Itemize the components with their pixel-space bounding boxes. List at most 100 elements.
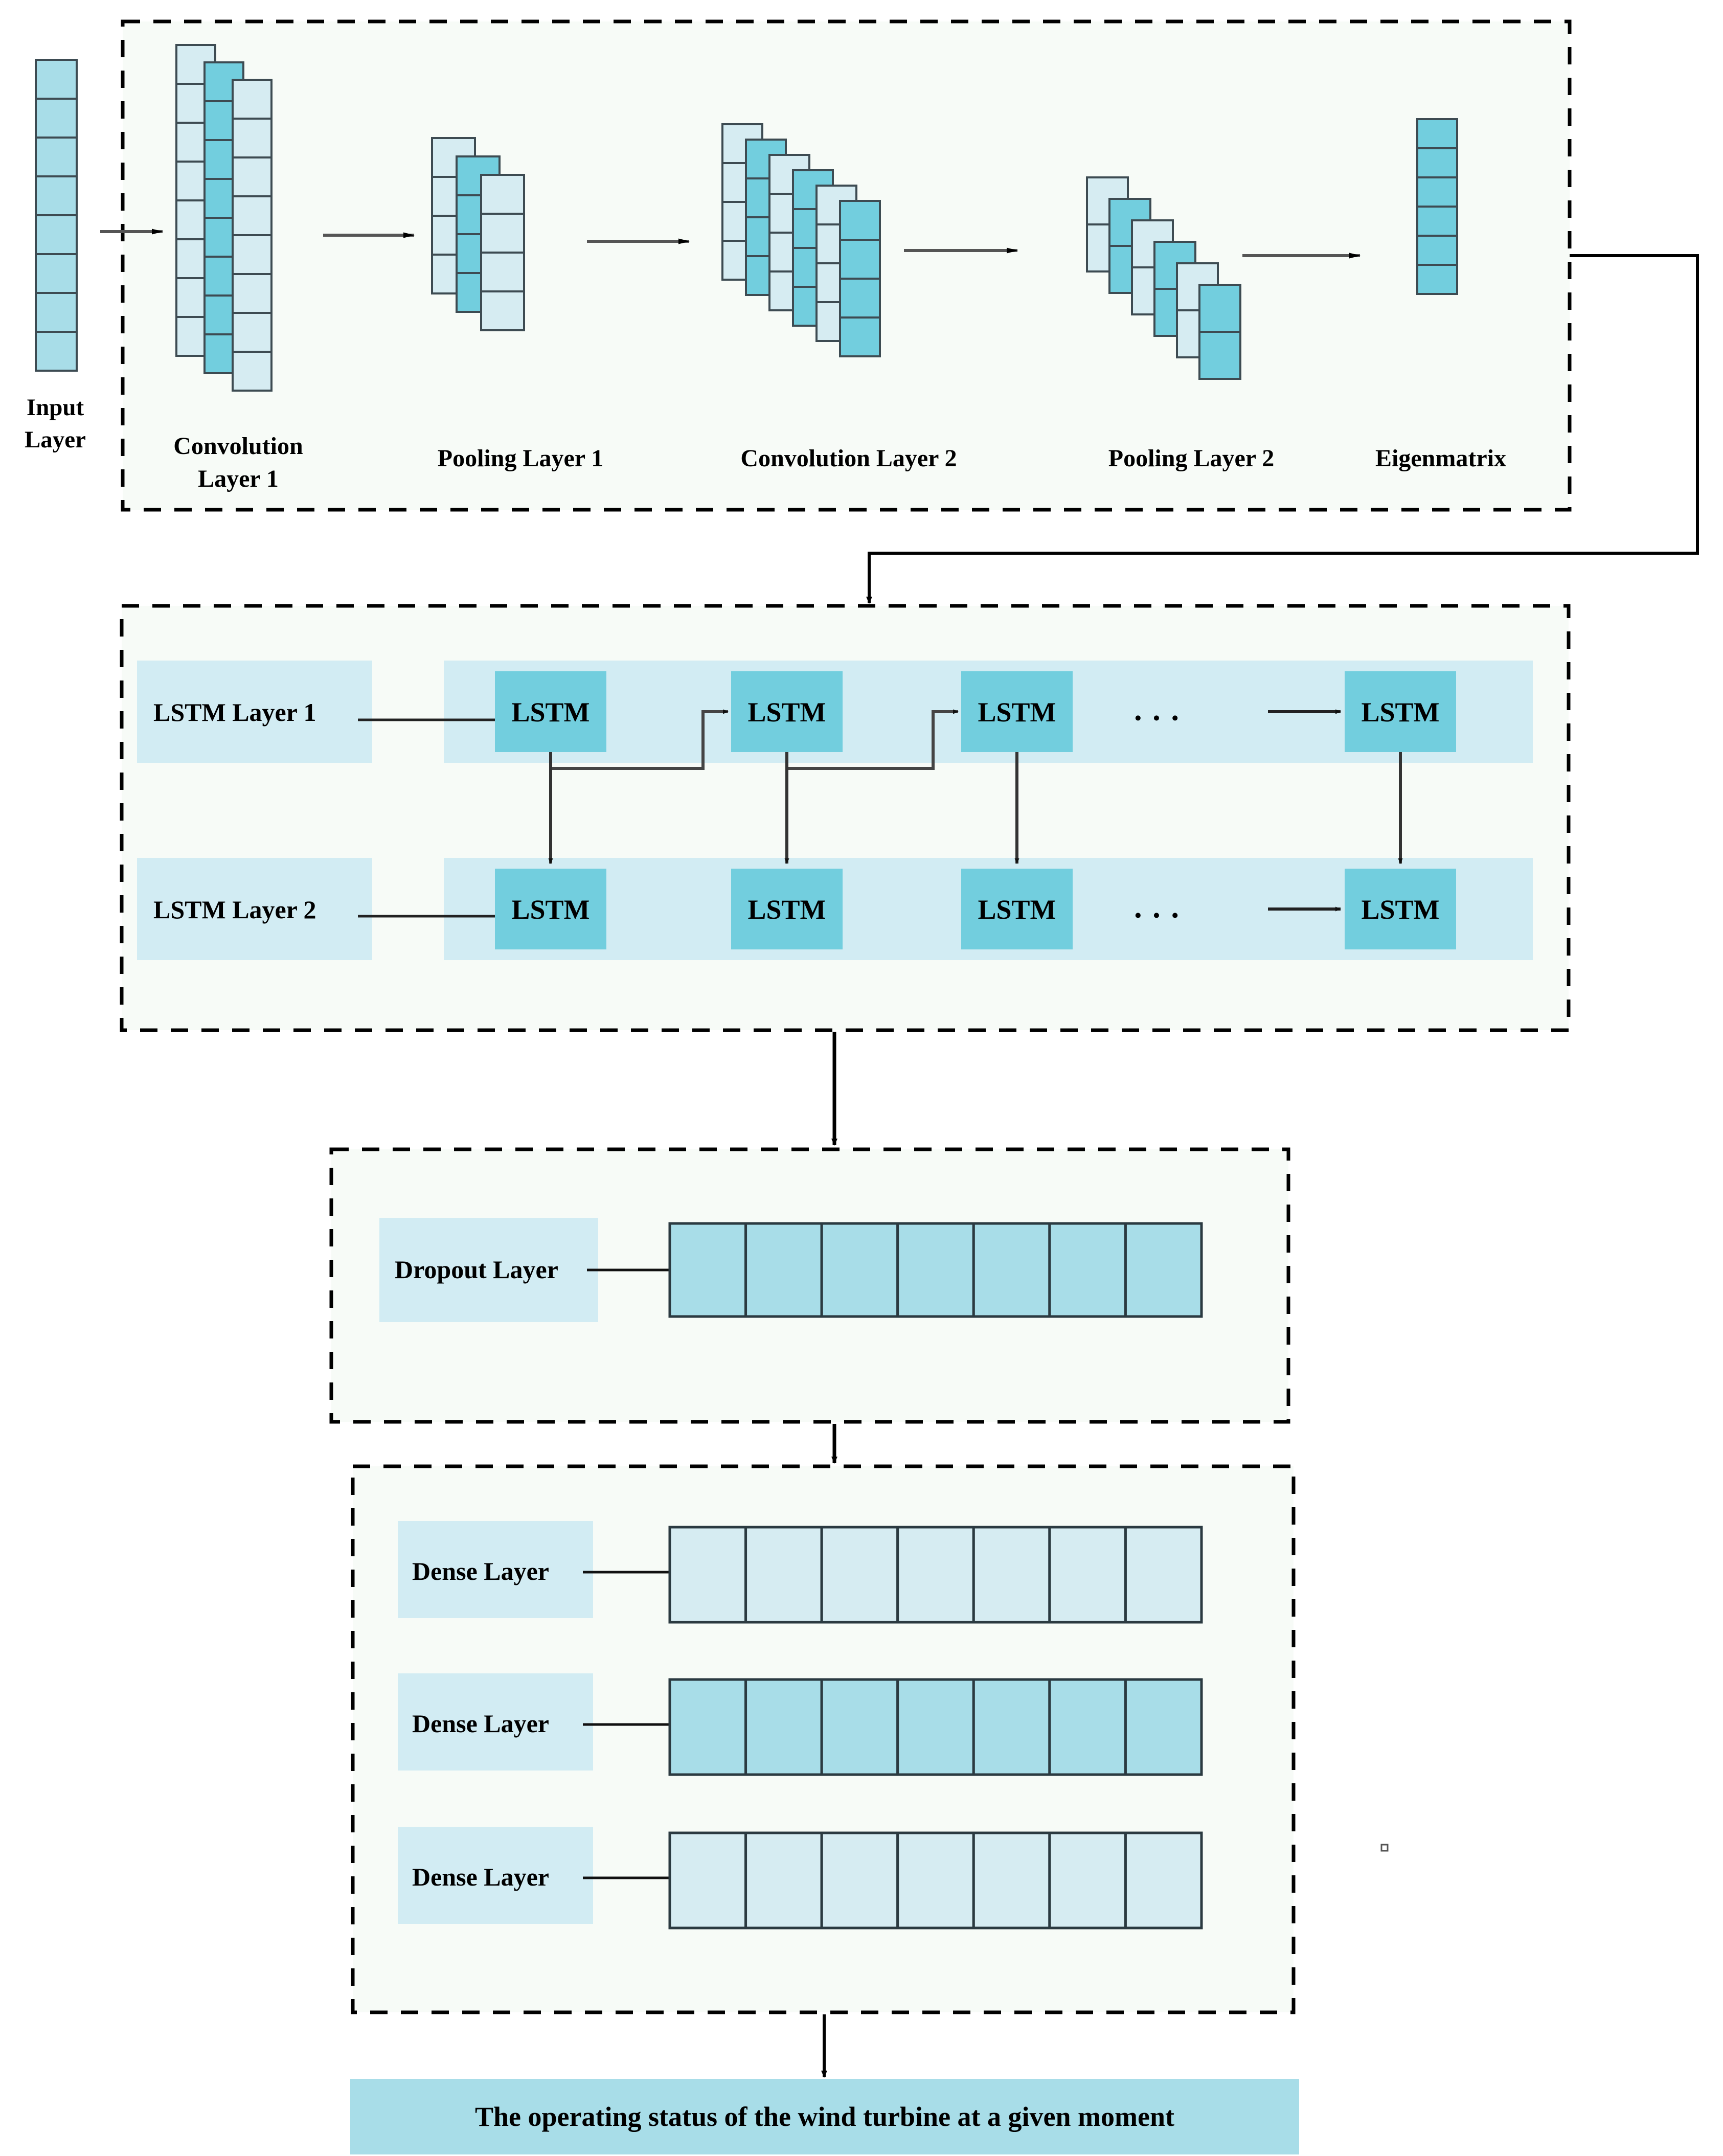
dense-label-band-1 (398, 1521, 593, 1618)
convolution-layer-2-stack (721, 123, 881, 357)
lstm-cell-r1-c1 (495, 671, 606, 752)
lstm-cell-label-r2-c1: LSTM (511, 894, 590, 925)
pooling-layer-2-stack (1086, 176, 1241, 380)
lstm-cell-label-r2-c2: LSTM (747, 894, 826, 925)
pool1-col2-cell1 (480, 213, 525, 254)
dropout-cell-2 (820, 1222, 899, 1318)
lstm-cell-label-r1-c2: LSTM (747, 697, 826, 728)
conv1-col2-cell6 (232, 312, 273, 353)
conv2-col5-cell0 (839, 200, 881, 241)
dense-cell-r1-c4 (972, 1526, 1051, 1624)
output-status-text: The operating status of the wind turbine… (475, 2101, 1174, 2132)
lstm-layer-1-label: LSTM Layer 1 (153, 698, 316, 727)
cnn-to-lstm-connector (866, 254, 1699, 604)
input-layer-label-line1: Input (27, 394, 84, 421)
lstm-cell-r2-c4 (1345, 869, 1456, 949)
dense-cell-r2-c3 (896, 1678, 975, 1776)
eigenmatrix-cell-3 (1416, 206, 1458, 237)
pool2-col5-cell0 (1198, 284, 1241, 333)
eigenmatrix-cell-0 (1416, 118, 1458, 149)
lstm-cell-r2-c3 (961, 869, 1073, 949)
lstm-layer1-ellipsis: · · · (1132, 701, 1180, 736)
dense-cell-r3-c2 (820, 1831, 899, 1930)
dense-cell-r2-c4 (972, 1678, 1051, 1776)
dropout-label-band (379, 1218, 598, 1322)
dense-cell-r2-c0 (668, 1678, 747, 1776)
input-layer-cell-4 (35, 214, 78, 255)
dense-layer-label-2: Dense Layer (412, 1709, 549, 1738)
lstm-layer2-ellipsis: · · · (1132, 898, 1180, 933)
eigenmatrix-cell-4 (1416, 235, 1458, 266)
lstm-cell-r1-c2 (731, 671, 843, 752)
input-layer-cell-3 (35, 175, 78, 216)
lstm-cell-r2-c2 (731, 869, 843, 949)
dense-layer-label-1: Dense Layer (412, 1557, 549, 1585)
lstm-cell-r1-c4 (1345, 671, 1456, 752)
lstm-cell-r2-c1 (495, 869, 606, 949)
dense-cell-r2-c2 (820, 1678, 899, 1776)
conv2-col5-cell2 (839, 278, 881, 319)
pool2-col5-cell1 (1198, 331, 1241, 380)
lstm-cell-label-r2-c4: LSTM (1361, 894, 1439, 925)
lstm-wires (548, 709, 1403, 912)
dense-cell-r1-c3 (896, 1526, 975, 1624)
dense-cell-r2-c5 (1048, 1678, 1127, 1776)
input-layer-cell-5 (35, 253, 78, 294)
conv1-col2-cell7 (232, 351, 273, 392)
conv1-col2-cell3 (232, 195, 273, 236)
input-layer-cell-2 (35, 137, 78, 177)
eigenmatrix-cell-1 (1416, 147, 1458, 178)
conv1-col2-cell4 (232, 234, 273, 275)
lstm-layer1-label-band (137, 661, 372, 763)
input-layer-cell-6 (35, 292, 78, 333)
dense-cell-r1-c5 (1048, 1526, 1127, 1624)
conv2-col5-cell1 (839, 239, 881, 280)
conv2-col5-cell3 (839, 316, 881, 357)
dropout-cell-4 (972, 1222, 1051, 1318)
conv1-label-line2: Layer 1 (198, 465, 279, 492)
dense-cell-r3-c0 (668, 1831, 747, 1930)
dropout-cell-1 (744, 1222, 823, 1318)
dropout-layer-label: Dropout Layer (395, 1255, 558, 1284)
conv1-col2-cell5 (232, 273, 273, 314)
eigenmatrix-stack (1416, 118, 1458, 295)
input-layer-cell-0 (35, 59, 78, 100)
dense-cell-r1-c2 (820, 1526, 899, 1624)
cnn-stage-arrows (100, 229, 1361, 259)
pool1-col2-cell0 (480, 174, 525, 215)
pool2-label: Pooling Layer 2 (1108, 445, 1274, 472)
dense-cell-r3-c3 (896, 1831, 975, 1930)
lstm-cell-label-r1-c1: LSTM (511, 697, 590, 728)
conv1-label-line1: Convolution (173, 433, 303, 460)
dense-label-band-2 (398, 1673, 593, 1771)
pool1-label: Pooling Layer 1 (438, 445, 603, 472)
stray-handle-marker (1380, 1844, 1389, 1852)
dense-cell-r1-c6 (1124, 1526, 1203, 1624)
dropout-cell-3 (896, 1222, 975, 1318)
lstm-cell-label-r1-c4: LSTM (1361, 697, 1439, 728)
input-layer-label-line2: Layer (25, 426, 86, 453)
lstm-cell-r1-c3 (961, 671, 1073, 752)
conv1-col2-cell2 (232, 156, 273, 197)
dense-cell-r2-c6 (1124, 1678, 1203, 1776)
dense-label-band-3 (398, 1827, 593, 1924)
input-layer-stack (35, 59, 78, 372)
output-status-box (350, 2079, 1299, 2154)
conv1-col2-cell0 (232, 79, 273, 120)
pool1-col2-cell3 (480, 290, 525, 331)
dropout-cells (668, 1222, 1203, 1318)
eigenmatrix-label: Eigenmatrix (1375, 445, 1506, 472)
dense-cell-r2-c1 (744, 1678, 823, 1776)
dropout-cell-5 (1048, 1222, 1127, 1318)
dropout-cell-6 (1124, 1222, 1203, 1318)
input-layer-cell-7 (35, 331, 78, 372)
dense-layer-label-3: Dense Layer (412, 1863, 549, 1891)
pool1-col2-cell2 (480, 252, 525, 292)
dense-cell-r3-c1 (744, 1831, 823, 1930)
dense-cell-r3-c4 (972, 1831, 1051, 1930)
input-layer-cell-1 (35, 98, 78, 139)
eigenmatrix-cell-2 (1416, 176, 1458, 208)
